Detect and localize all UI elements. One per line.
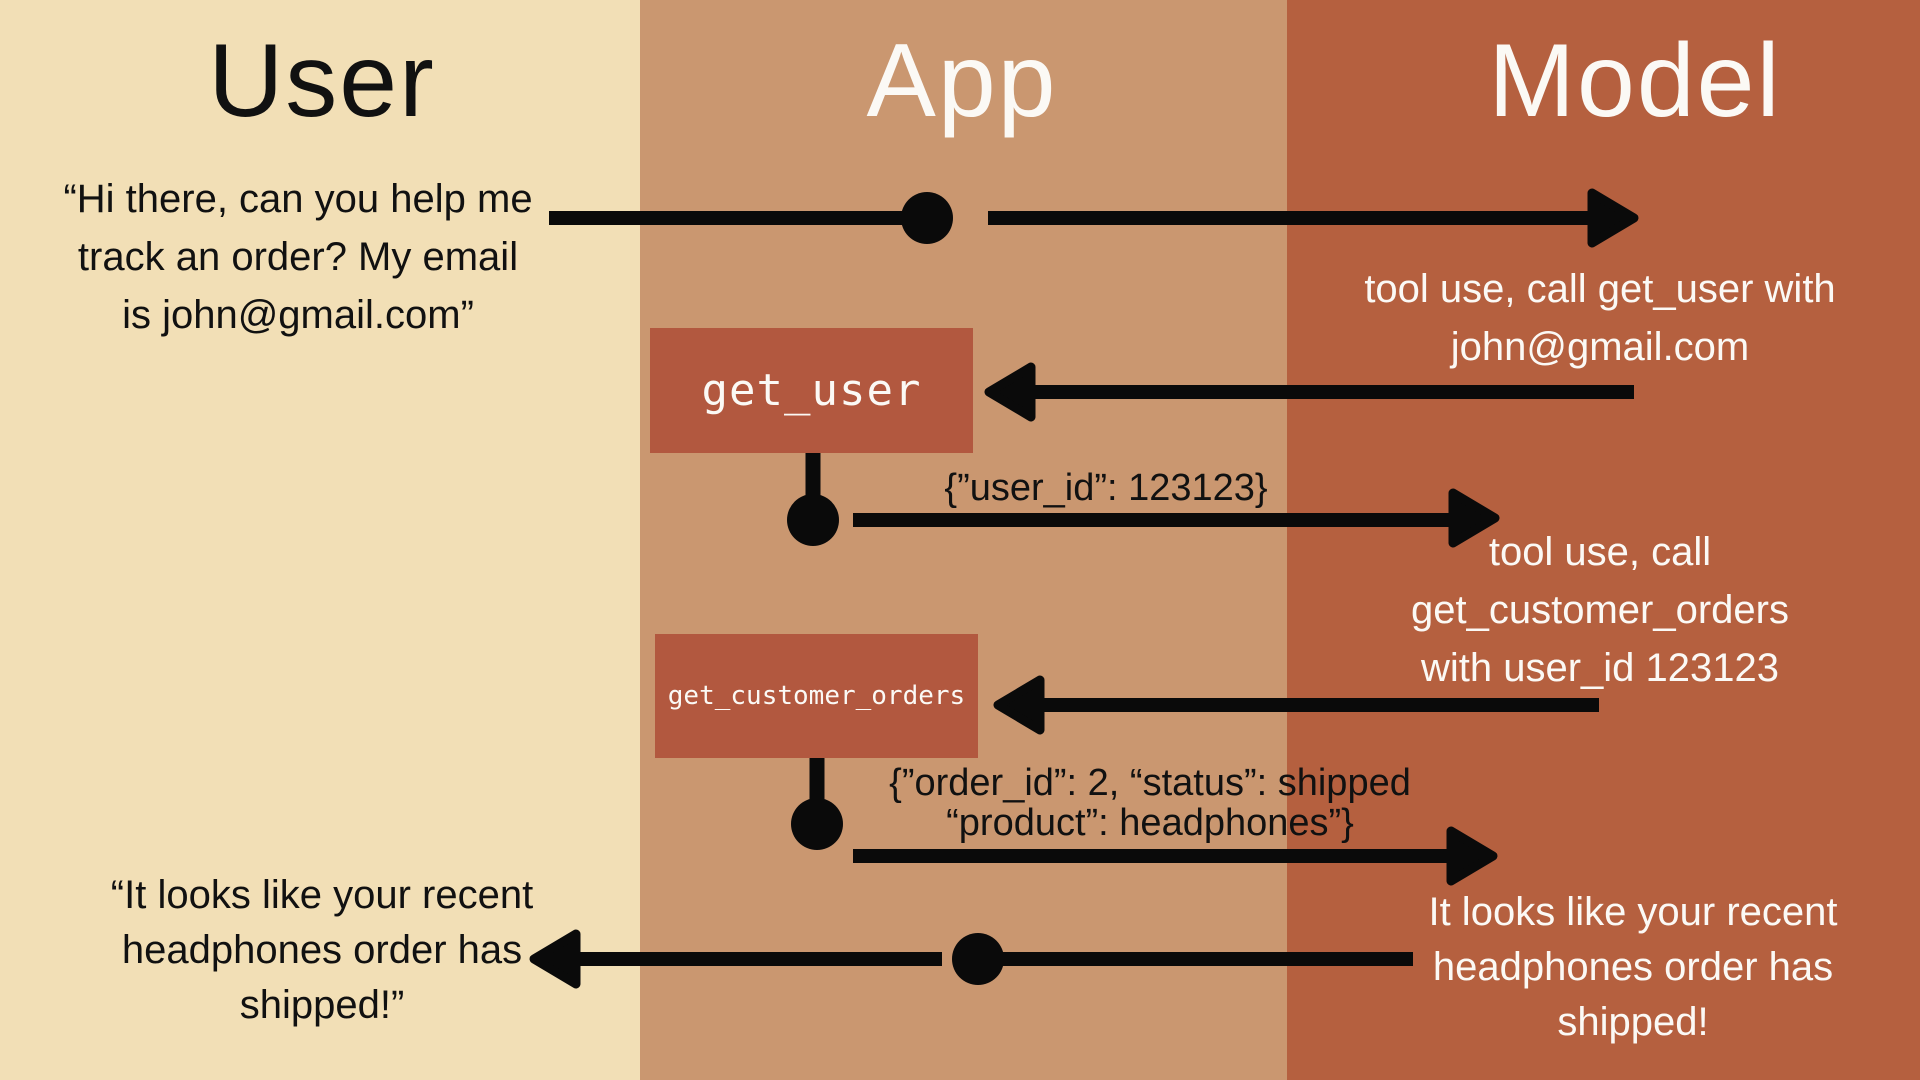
getorders-result-dot (791, 798, 843, 850)
model-tool-call-1-text: tool use, call get_user with john@gmail.… (1364, 267, 1836, 369)
app-lane-title: App (866, 23, 1058, 139)
app-node-dot (901, 192, 953, 244)
tool-1-result-json: {”user_id”: 123123} (944, 467, 1268, 509)
app-reply-dot (952, 933, 1004, 985)
getuser-result-dot (787, 494, 839, 546)
get-customer-orders-tool-label: get_customer_orders (667, 681, 966, 711)
model-final-reply-text: It looks like your recent headphones ord… (1428, 890, 1838, 1044)
user-request-message: “Hi there, can you help me track an orde… (63, 177, 533, 337)
model-lane (1287, 0, 1920, 1080)
arrowhead-left-icon (529, 929, 581, 989)
app-lane (640, 0, 1287, 1080)
get-user-tool-box: get_user (650, 328, 973, 453)
model-lane-title: Model (1488, 23, 1782, 139)
user-lane-title: User (208, 23, 436, 139)
arrowhead-left-icon (993, 675, 1045, 735)
arrowhead-right-icon (1448, 488, 1500, 548)
get-user-tool-label: get_user (701, 365, 922, 416)
arrowhead-right-icon (1587, 188, 1639, 248)
user-lane (0, 0, 640, 1080)
get-customer-orders-tool-box: get_customer_orders (655, 634, 978, 758)
user-final-reply-text: “It looks like your recent headphones or… (110, 873, 534, 1027)
arrowhead-right-icon (1446, 826, 1498, 886)
tool-2-result-json: {”order_id”: 2, “status”: shipped “produ… (889, 762, 1411, 844)
model-tool-call-2-text: tool use, call get_customer_orders with … (1411, 530, 1789, 690)
arrowhead-left-icon (984, 362, 1036, 422)
